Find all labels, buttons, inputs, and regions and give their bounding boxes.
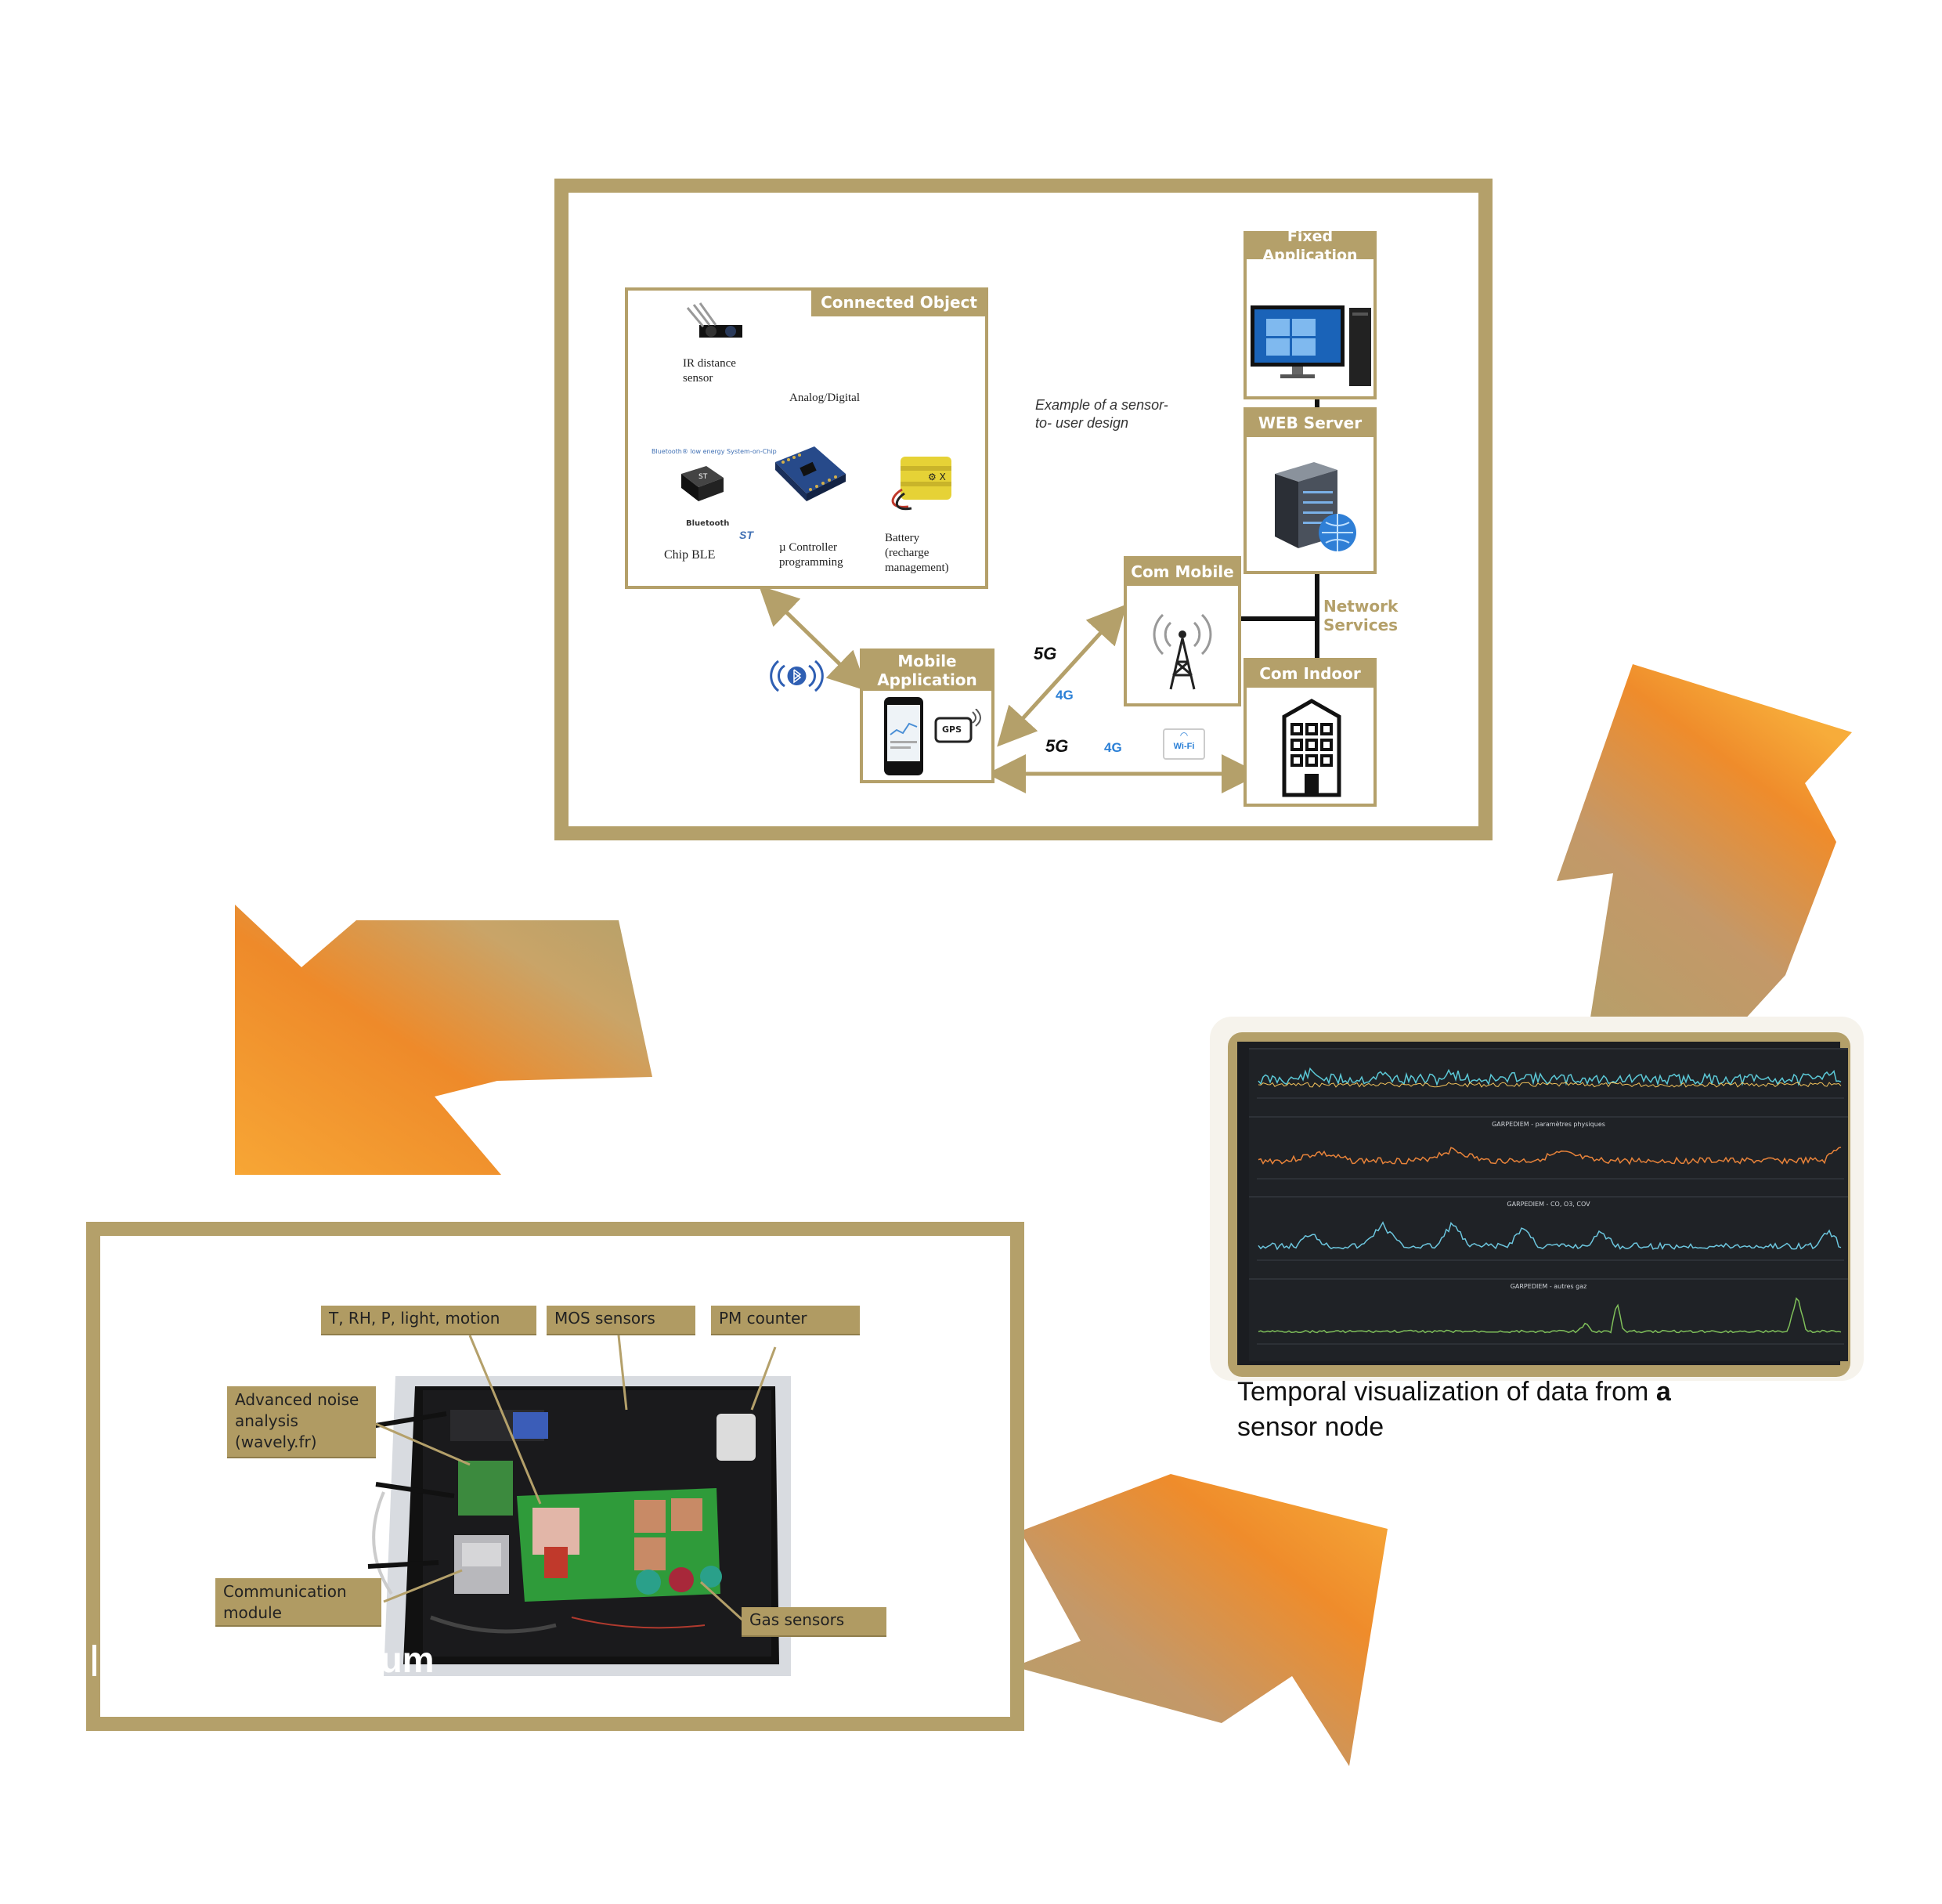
bluetooth-chip-text: Bluetooth bbox=[686, 519, 730, 528]
svg-text:⚙ X: ⚙ X bbox=[928, 471, 946, 482]
st-logo-icon: ST bbox=[739, 529, 753, 541]
cell-tower-icon bbox=[1153, 613, 1212, 690]
battery-label: Battery (recharge management) bbox=[885, 532, 949, 574]
overlay-bar-1 bbox=[92, 1645, 96, 1676]
network-services-label: Network Services bbox=[1323, 597, 1399, 634]
dashboard-panel-4-chart bbox=[1257, 1297, 1844, 1345]
badge-4g-lower: 4G bbox=[1104, 740, 1122, 755]
web-server-label: WEB Server bbox=[1245, 409, 1375, 437]
arrow-to-architecture bbox=[1557, 664, 1852, 1032]
badge-5g-upper: 5G bbox=[1034, 644, 1057, 663]
dashboard-panel-4-title: GARPEDIEM - autres gaz bbox=[1510, 1283, 1587, 1290]
battery-icon: ⚙ X bbox=[891, 457, 951, 511]
dashboard-panel-2-chart bbox=[1257, 1147, 1844, 1180]
tag-advanced-noise: Advanced noise analysis (wavely.fr) bbox=[227, 1386, 376, 1458]
ir-sensor-label: IR distance sensor bbox=[683, 357, 736, 385]
gps-label: GPS bbox=[942, 724, 962, 735]
dashboard-caption-suffix: sensor node bbox=[1237, 1412, 1384, 1442]
badge-5g-lower: 5G bbox=[1045, 736, 1069, 756]
dashboard-panel-3-title: GARPEDIEM - CO, O3, COV bbox=[1507, 1201, 1590, 1208]
microcontroller-label: µ Controller programming bbox=[779, 541, 843, 569]
wifi-icon: ◠ bbox=[1179, 730, 1189, 741]
wifi-badge: ◠ Wi-Fi bbox=[1163, 728, 1205, 760]
com-indoor-label: Com Indoor bbox=[1245, 659, 1375, 688]
building-icon bbox=[1282, 699, 1341, 797]
arrow-to-device bbox=[235, 905, 652, 1175]
dashboard-caption-prefix: Temporal visualization of data from bbox=[1237, 1377, 1656, 1407]
dashboard-panel-2-title: GARPEDIEM - paramètres physiques bbox=[1492, 1121, 1605, 1128]
overlay-text-fragment: sum bbox=[360, 1639, 435, 1680]
wifi-label: Wi-Fi bbox=[1173, 742, 1195, 751]
gps-icon bbox=[934, 709, 981, 743]
dashboard-caption-bold: a bbox=[1655, 1377, 1671, 1407]
dashboard-panel-3-chart bbox=[1257, 1221, 1844, 1261]
ir-sensor-icon bbox=[686, 302, 742, 338]
ble-soc-label: Bluetooth® low energy System-on-Chip bbox=[652, 448, 777, 455]
smartphone-icon bbox=[884, 697, 923, 775]
badge-4g-upper: 4G bbox=[1056, 688, 1074, 703]
tag-mos-sensors: MOS sensors bbox=[547, 1306, 695, 1335]
chip-ble-label: Chip BLE bbox=[664, 548, 716, 562]
connected-object-box bbox=[625, 287, 988, 589]
dashboard-panel-4: GARPEDIEM - autres gaz bbox=[1249, 1278, 1848, 1361]
example-caption: Example of a sensor- to- user design bbox=[1035, 397, 1168, 431]
analog-digital-label: Analog/Digital bbox=[789, 392, 860, 404]
ble-chip-icon: ST bbox=[681, 466, 724, 501]
svg-text:ST: ST bbox=[698, 473, 708, 481]
connected-object-label: Connected Object bbox=[811, 288, 987, 316]
com-mobile-label: Com Mobile bbox=[1125, 558, 1240, 586]
sensor-node-photo bbox=[352, 1376, 791, 1676]
desktop-pc-icon bbox=[1251, 305, 1371, 386]
tag-communication-module: Communication module bbox=[215, 1578, 381, 1627]
tag-pm-counter: PM counter bbox=[711, 1306, 860, 1335]
tag-gas-sensors: Gas sensors bbox=[742, 1607, 886, 1637]
dashboard-panel-1-chart bbox=[1257, 1067, 1844, 1099]
dashboard-caption: Temporal visualization of data from a se… bbox=[1237, 1375, 1817, 1445]
dashboard-panel-2: GARPEDIEM - paramètres physiques bbox=[1249, 1116, 1848, 1196]
overlay-bar-2 bbox=[129, 1645, 133, 1676]
arrow-to-dashboard bbox=[1014, 1474, 1388, 1766]
dashboard-panel-1 bbox=[1249, 1048, 1848, 1116]
dashboard-panel-3: GARPEDIEM - CO, O3, COV bbox=[1249, 1196, 1848, 1278]
web-server-icon bbox=[1275, 462, 1356, 551]
tag-t-rh-p-light-motion: T, RH, P, light, motion bbox=[321, 1306, 536, 1335]
microcontroller-icon bbox=[775, 446, 846, 501]
mobile-application-label: Mobile Application bbox=[861, 650, 993, 691]
bluetooth-signal-icon bbox=[770, 659, 824, 692]
